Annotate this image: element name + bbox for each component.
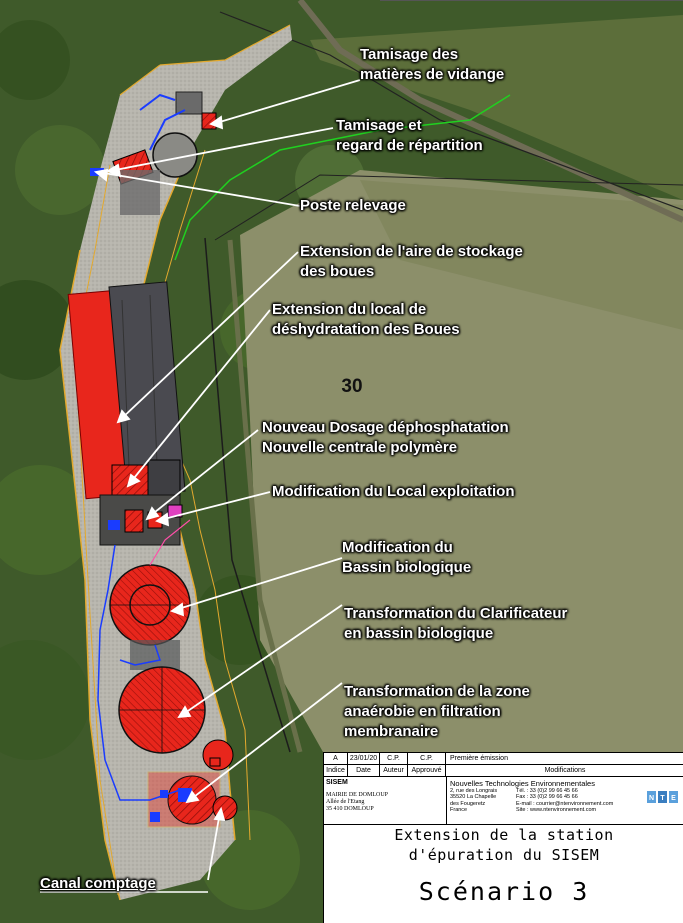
nte-logo-icon: N T E: [647, 791, 678, 803]
field-strip: [360, 180, 683, 330]
callout-lines: [93, 79, 361, 881]
label-canal-comptage: Canal comptage: [40, 875, 156, 892]
parcel-line: [214, 174, 683, 241]
site-boundary: [59, 249, 121, 901]
field-track: [297, 0, 683, 223]
title-block: A 23/01/20 C.P. C.P. Première émission I…: [323, 752, 683, 923]
revision-row: A 23/01/20 C.P. C.P. Première émission: [324, 753, 683, 765]
scenario-title: Scénario 3: [418, 877, 590, 906]
screening-building: [175, 91, 203, 115]
green-network-line: [174, 94, 511, 261]
treatment-plant-area: [60, 25, 292, 900]
svg-text:N: N: [649, 795, 654, 802]
blue-pipe: [97, 544, 181, 801]
client-name: SISEM: [326, 779, 348, 786]
parcel-line: [204, 237, 291, 753]
firm-name: Nouvelles Technologies Environnementales: [450, 779, 595, 788]
field-north: [310, 15, 683, 200]
project-title: Extension de la station d'épuration du S…: [394, 826, 614, 864]
firm-box: Nouvelles Technologies Environnementales…: [446, 777, 683, 825]
label-local-exploitation: Modification du Local exploitation: [272, 483, 515, 500]
client-line: Allée de l'Etang: [326, 799, 365, 805]
label-poste-relevage: Poste relevage: [300, 197, 406, 214]
svg-text:T: T: [660, 795, 665, 802]
client-line: 35 410 DOMLOUP: [326, 806, 374, 812]
svg-text:E: E: [671, 795, 676, 802]
parcel-number: 30: [341, 376, 362, 397]
client-box: SISEM MAIRIE DE DOMLOUP Allée de l'Etang…: [324, 777, 447, 825]
revision-header-row: Indice Date Auteur Approuvé Modification…: [324, 765, 683, 777]
hedge-line: [227, 239, 303, 753]
client-line: MAIRIE DE DOMLOUP: [326, 792, 388, 798]
field-east: [240, 170, 683, 752]
